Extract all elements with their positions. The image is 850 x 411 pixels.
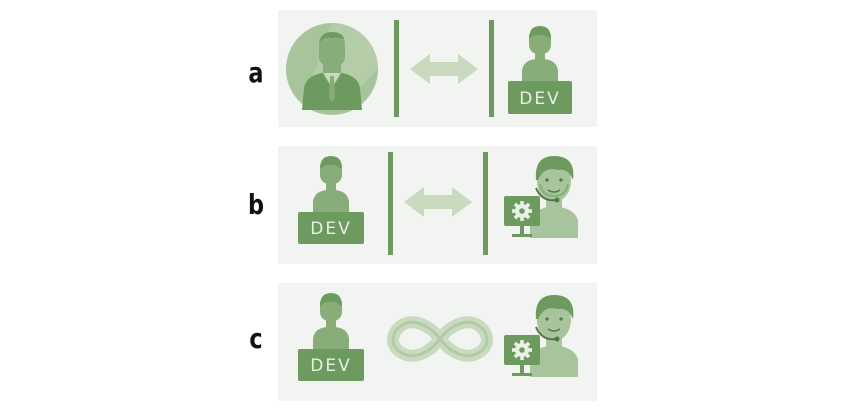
- operator-with-monitor-icon: [504, 156, 578, 238]
- dev-badge-label: DEV: [310, 356, 351, 376]
- double-arrow-icon: [404, 187, 472, 217]
- developer-icon: DEV: [298, 293, 364, 381]
- gear-icon: [512, 201, 532, 221]
- gear-icon: [512, 340, 532, 360]
- developer-icon: DEV: [298, 156, 364, 244]
- operator-with-monitor-icon: [504, 295, 578, 377]
- divider-wall-left: [394, 20, 399, 117]
- row-label-a: a: [248, 56, 264, 89]
- double-arrow-icon: [410, 54, 478, 84]
- panel-a: DEV: [278, 10, 597, 127]
- divider-wall-right: [489, 20, 494, 117]
- businessman-icon: [286, 23, 378, 115]
- row-label-b: b: [247, 188, 265, 221]
- panel-c: DEV: [278, 283, 597, 401]
- divider-wall-right: [483, 152, 488, 255]
- developer-icon: DEV: [508, 26, 572, 114]
- divider-wall-left: [388, 152, 393, 255]
- dev-badge-label: DEV: [310, 219, 351, 239]
- dev-badge-label: DEV: [519, 89, 560, 109]
- panel-b: DEV: [278, 146, 597, 264]
- row-label-c: c: [249, 322, 263, 355]
